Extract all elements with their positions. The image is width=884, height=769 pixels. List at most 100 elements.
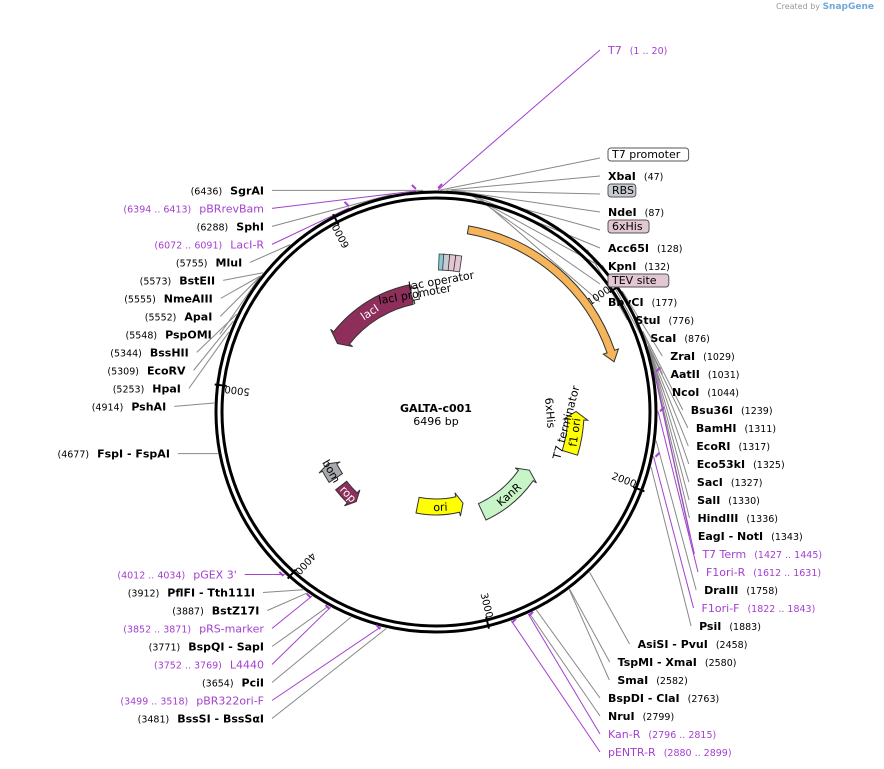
label-text: EcoRI(1317) [696,440,770,453]
label-text: (3771)BspQI - SapI [149,640,264,653]
label-kpni: KpnI(132) [608,260,670,273]
label-kanr: Kan-R(2796 .. 2815) [608,728,716,741]
label-scai: ScaI(876) [650,332,710,345]
connector-sali [648,349,690,501]
connector-sphi [271,193,392,227]
label-ncoi: NcoI(1044) [672,386,739,399]
label-pbrrevbam: (6394 .. 6413)pBRrevBam [123,202,264,215]
label-text: (3481)BssSI - BssSαI [138,712,264,725]
tick-label: 5000 [224,383,251,397]
connector-laci-r [271,207,350,245]
label-text: (3752 .. 3769)L4440 [154,658,264,671]
label-aatii: AatII(1031) [670,368,739,381]
connector-pentrr [510,620,601,753]
primer-mark-l4440 [324,604,331,610]
label-pshai: (4914)PshAI [92,400,166,413]
label-laci-r: (6072 .. 6091)LacI-R [154,238,264,251]
connector-pflfi [262,589,304,593]
label-text: F1ori-R(1612 .. 1631) [706,566,821,579]
snapgene-logo: SnapGene [822,2,874,12]
label-bsshii: (5344)BssHII [110,346,188,359]
label-text: PsiI(1883) [699,620,761,633]
label-text: NruI(2799) [608,710,674,723]
connector-f1orif [653,456,695,609]
plasmid-backbone [214,190,658,634]
label-ecorv: (5309)EcoRV [107,364,186,377]
connector-l4440 [271,606,331,665]
label-text: BspDI - ClaI(2763) [608,692,719,705]
connector-kanr [527,613,601,735]
label-rbs: RBS [607,183,637,198]
primer-mark-laci-r [343,201,350,207]
primer-mark-t7term [655,366,662,373]
label-nrui: NruI(2799) [608,710,674,723]
connector-f1orir [657,411,699,573]
primer-mark-t7 [437,183,443,189]
feature-box-text: RBS [612,184,634,197]
snapgene-watermark: Created by SnapGene [776,2,874,12]
inner-6xhis-label: 6xHis [542,397,558,429]
primer-mark-kanr [528,611,534,617]
tick-mark [332,213,340,226]
feature-bom [318,461,344,484]
label-text: TspMI - XmaI(2580) [618,656,737,669]
label-bspdi: BspDI - ClaI(2763) [608,692,719,705]
label-text: (4012 .. 4034)pGEX 3' [117,568,236,581]
label-text: pENTR-R(2880 .. 2899) [608,746,732,759]
connector-t7 [437,49,601,191]
label-text: NcoI(1044) [672,386,739,399]
connector-ecori [647,346,689,447]
label-text: Kan-R(2796 .. 2815) [608,728,716,741]
label-saci: SacI(1327) [697,476,763,489]
tick-mark [485,616,490,629]
label-nmeaiii: (5555)NmeAIII [124,292,213,305]
connector-pspomi [219,276,261,335]
label-6xhis: 6xHis [607,219,650,234]
label-smai: SmaI(2582) [617,674,688,687]
label-ndei: NdeI(87) [608,206,664,219]
tick-label: 3000 [478,592,495,619]
feature-ori [415,492,464,517]
primer-mark-f1orir [659,406,665,413]
small-feature-block [453,254,463,273]
feature-lacipromoter [410,284,420,305]
label-pflfi: (3912)PflFI - Tth111I [128,586,255,599]
feature-box-bg [607,273,670,288]
label-fspi: (4677)FspI - FspAI [58,448,170,461]
label-stui: StuI(776) [635,314,694,327]
label-text: (5755)MluI [176,256,242,269]
label-draiii: DraIII(1758) [704,584,778,597]
label-text: StuI(776) [635,314,694,327]
label-text: SalI(1330) [697,494,760,507]
label-pcii: (3654)PciI [202,676,264,689]
label-f1orir: F1ori-R(1612 .. 1631) [706,566,821,579]
connector-bstz17i [267,592,308,611]
connector-smai [568,589,610,681]
label-text: Eco53kI(1325) [697,458,785,471]
label-tevsite: TEV site [607,273,670,288]
label-text: XbaI(47) [608,170,663,183]
connector-xbai [446,175,601,191]
connector-tspmi [569,589,611,663]
tick-mark [214,383,227,387]
feature-box-bg [607,219,650,234]
label-text: (4914)PshAI [92,400,166,413]
label-text: ScaI(876) [650,332,710,345]
label-zrai: ZraI(1029) [670,350,735,363]
label-text: (5253)HpaI [113,382,181,395]
label-bamhi: BamHI(1311) [696,422,776,435]
label-asisi: AsiSI - PvuI(2458) [638,638,748,651]
label-text: F1ori-F(1822 .. 1843) [702,602,816,615]
tick-label: 6000 [331,222,353,250]
label-bbvci: BbvCI(177) [608,296,677,309]
primer-mark-prsmarker [306,593,312,599]
label-hindiii: HindIII(1336) [697,512,778,525]
connector-t7term [653,371,695,555]
label-sali: SalI(1330) [697,494,760,507]
label-mlui: (5755)MluI [176,256,242,269]
primer-mark-pgex3 [278,571,285,577]
primer-mark-pbrrevbam [411,184,417,190]
label-xbai: XbaI(47) [608,170,663,183]
label-text: T7 Term(1427 .. 1445) [701,548,822,561]
label-text: (6288)SphI [197,220,264,233]
